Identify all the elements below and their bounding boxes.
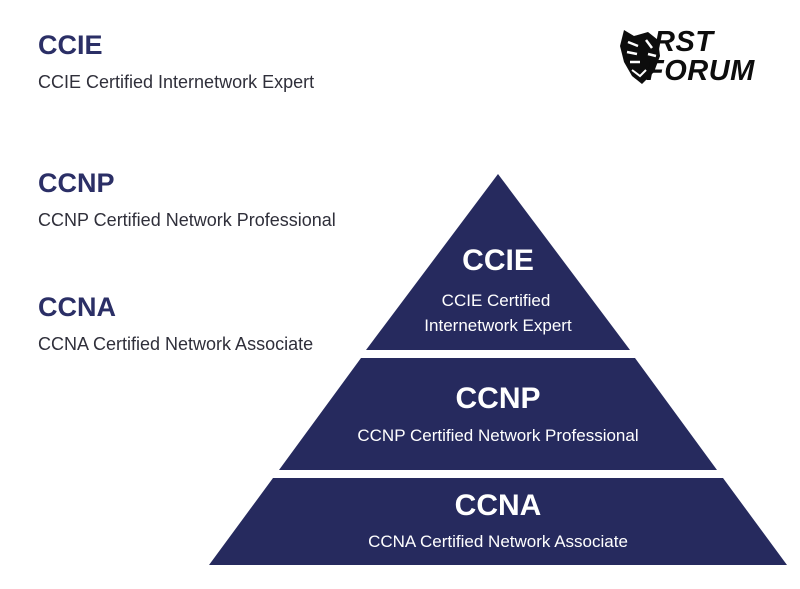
tier-title-ccnp: CCNP xyxy=(455,382,540,415)
tier-subtitle-ccie-line2: Internetwork Expert xyxy=(424,316,572,335)
legend-subtitle-ccna: CCNA Certified Network Associate xyxy=(38,334,314,354)
pyramid-tier-ccnp xyxy=(279,358,717,470)
pyramid-tier-ccna xyxy=(209,478,787,565)
rst-forum-logo: RST FORUM xyxy=(618,26,768,86)
tier-subtitle-ccie-line1: CCIE Certified xyxy=(442,291,551,310)
legend-subtitle-ccie: CCIE Certified Internetwork Expert xyxy=(38,72,315,92)
tier-title-ccna: CCNA xyxy=(455,489,542,522)
tier-subtitle-ccna: CCNA Certified Network Associate xyxy=(368,532,628,551)
legend-title-ccnp: CCNP xyxy=(38,168,115,198)
tiger-head-icon xyxy=(620,30,660,84)
logo-text-forum: FORUM xyxy=(646,55,755,87)
legend-subtitle-ccnp: CCNP Certified Network Professional xyxy=(38,210,336,230)
tier-title-ccie: CCIE xyxy=(462,244,534,277)
tier-subtitle-ccnp: CCNP Certified Network Professional xyxy=(357,426,638,445)
pyramid-tier-ccie xyxy=(366,174,630,350)
logo-text-rst: RST xyxy=(654,26,714,58)
legend-title-ccna: CCNA xyxy=(38,292,116,322)
legend-title-ccie: CCIE xyxy=(38,30,103,60)
